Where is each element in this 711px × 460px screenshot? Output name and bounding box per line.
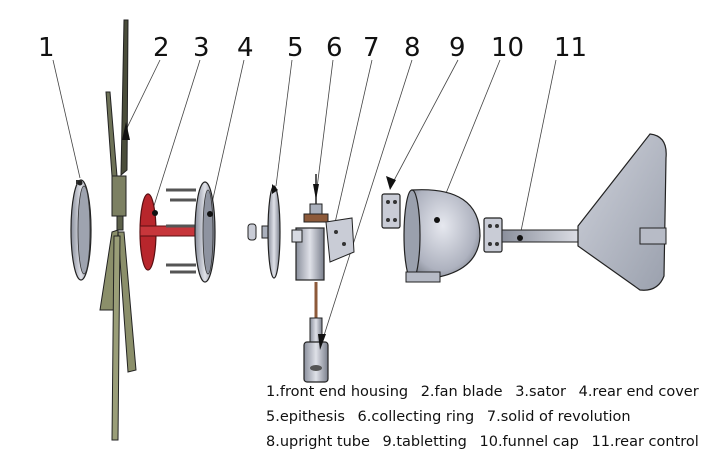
legend-item-9: 9.tabletting xyxy=(382,434,467,450)
leader-line-6 xyxy=(315,59,334,197)
leader-line-11 xyxy=(519,59,557,237)
part-number-4: 4 xyxy=(237,33,254,63)
funnel-cap xyxy=(403,189,481,283)
legend-item-5: 5.epithesis xyxy=(266,409,345,425)
part-number-5: 5 xyxy=(287,33,304,63)
legend-row-1: 1.front end housing 2.fan blade 3.sator … xyxy=(266,380,706,405)
leader-line-2 xyxy=(125,59,161,131)
legend-item-7: 7.solid of revolution xyxy=(486,409,631,425)
part-number-3: 3 xyxy=(193,33,210,63)
legend-item-1: 1.front end housing xyxy=(266,384,409,400)
legend-row-2: 5.epithesis 6.collecting ring 7.solid of… xyxy=(266,405,706,430)
legend-item-3: 3.sator xyxy=(515,384,566,400)
fan-blade xyxy=(99,19,137,441)
leader-line-10 xyxy=(435,59,501,219)
rear-control xyxy=(483,133,667,291)
part-number-9: 9 xyxy=(449,33,466,63)
leader-line-4 xyxy=(209,59,245,213)
part-number-labels: 1 2 3 4 5 6 7 8 9 10 11 xyxy=(38,33,587,63)
legend-item-8: 8.upright tube xyxy=(266,434,370,450)
legend-item-4: 4.rear end cover xyxy=(578,384,699,400)
legend-item-2: 2.fan blade xyxy=(420,384,503,400)
epithesis xyxy=(247,184,281,279)
part-number-10: 10 xyxy=(491,33,524,63)
legend-item-6: 6.collecting ring xyxy=(357,409,475,425)
leader-line-8 xyxy=(319,59,413,349)
part-number-7: 7 xyxy=(363,33,380,63)
part-number-6: 6 xyxy=(326,33,343,63)
leader-line-9 xyxy=(389,59,459,189)
part-number-1: 1 xyxy=(38,33,55,63)
rear-end-cover xyxy=(166,181,216,283)
yaw-assembly xyxy=(291,174,355,383)
leader-line-3 xyxy=(151,59,201,213)
part-number-8: 8 xyxy=(404,33,421,63)
leader-lines xyxy=(52,59,557,349)
legend-item-11: 11.rear control xyxy=(591,434,699,450)
leader-line-7 xyxy=(331,59,373,237)
front-end-housing xyxy=(70,179,92,281)
leader-line-5 xyxy=(275,59,293,187)
leader-line-1 xyxy=(52,59,81,179)
legend-item-10: 10.funnel cap xyxy=(479,434,579,450)
part-number-11: 11 xyxy=(554,33,587,63)
stator xyxy=(139,193,201,271)
legend-row-3: 8.upright tube 9.tabletting 10.funnel ca… xyxy=(266,430,706,455)
part-number-2: 2 xyxy=(153,33,170,63)
tabletting xyxy=(381,176,401,229)
parts-legend: 1.front end housing 2.fan blade 3.sator … xyxy=(266,380,706,455)
